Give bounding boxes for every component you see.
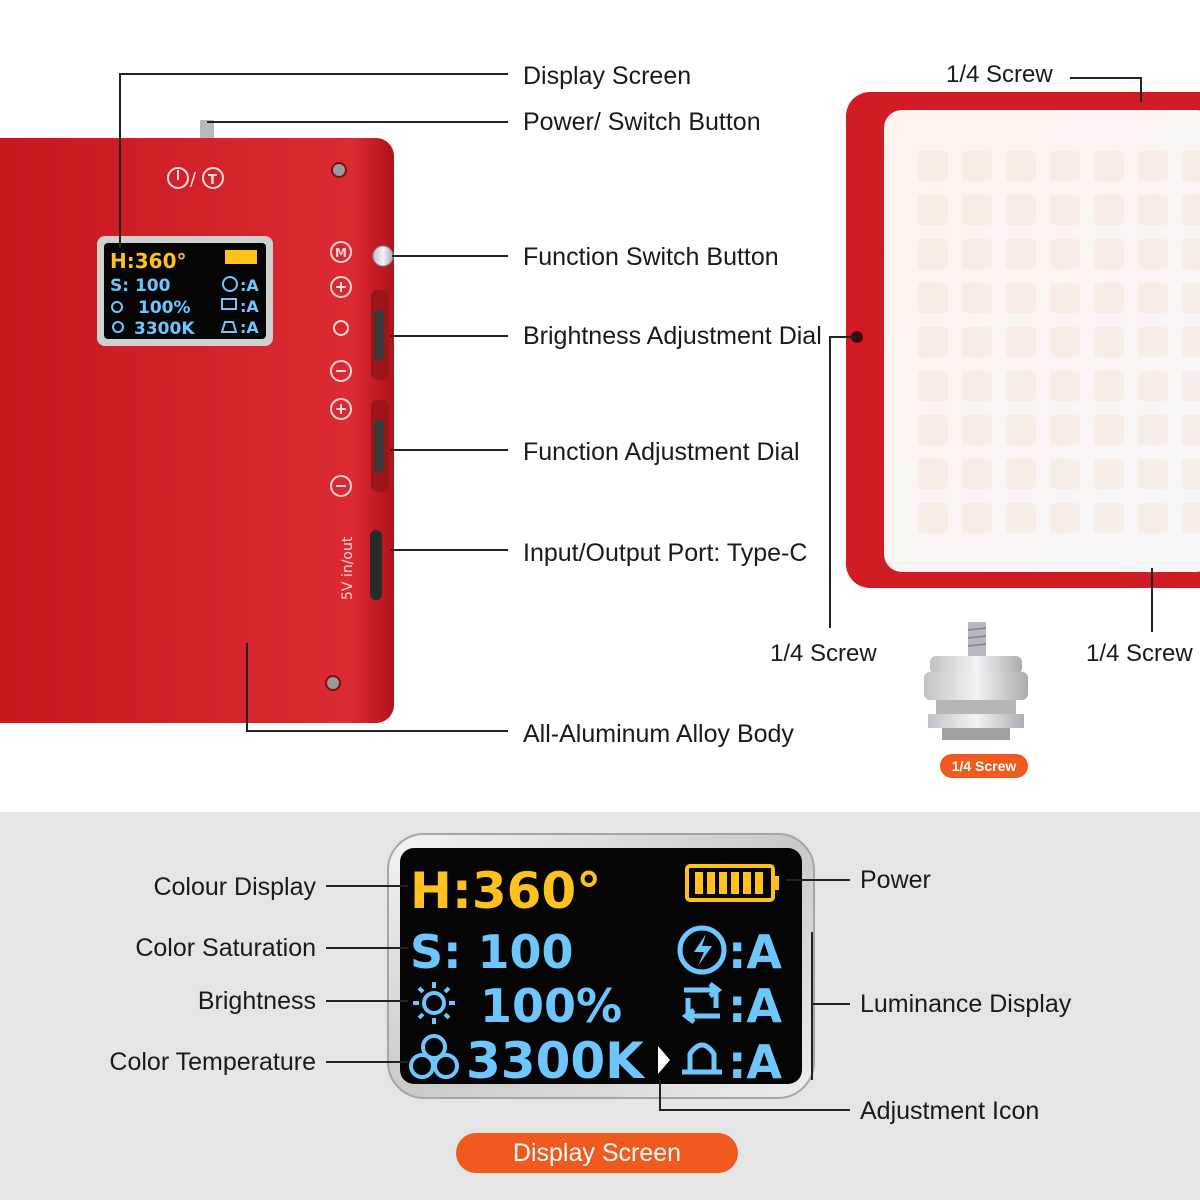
power-switch-icon: / T bbox=[167, 167, 224, 190]
label-function-dial: Function Adjustment Dial bbox=[523, 438, 800, 466]
alarm-icon bbox=[682, 1042, 722, 1075]
color-temperature-icon bbox=[409, 1034, 459, 1079]
mini-sat-text: S: 100 bbox=[110, 276, 171, 296]
light-device-side: / T H:360° S: 100 100% 3300K :A :A :A bbox=[0, 120, 394, 723]
label-display-screen: Display Screen bbox=[523, 62, 691, 90]
light-panel-front bbox=[846, 92, 1200, 588]
plus-icon bbox=[330, 276, 352, 298]
mini-a1-text: :A bbox=[240, 276, 259, 295]
mini-battery-icon bbox=[225, 250, 257, 264]
mode-m-icon bbox=[330, 241, 352, 263]
device-body bbox=[0, 138, 394, 723]
label-power-switch: Power/ Switch Button bbox=[523, 108, 761, 136]
mini-hue-text: H:360° bbox=[110, 249, 186, 273]
leader-display-screen bbox=[119, 73, 508, 248]
adjustment-arrow-icon bbox=[658, 1046, 670, 1074]
screw-badge bbox=[940, 754, 1028, 778]
sun-icon bbox=[413, 982, 455, 1024]
mini-sun-icon bbox=[111, 301, 123, 313]
label-port: Input/Output Port: Type-C bbox=[523, 539, 807, 567]
port-label: 5V in/out bbox=[340, 536, 356, 600]
leader-adjustment-icon bbox=[659, 1080, 850, 1111]
corner-screw-icon bbox=[325, 675, 341, 691]
label-screw-badge: 1/4 Screw bbox=[952, 758, 1017, 774]
color-temperature-readout: 3300K bbox=[466, 1032, 646, 1090]
flash-icon bbox=[677, 925, 727, 975]
label-brightness: Brightness bbox=[198, 987, 316, 1015]
svg-text:T: T bbox=[208, 173, 217, 188]
mode-m-label: M bbox=[335, 246, 347, 260]
minus-icon bbox=[330, 475, 352, 497]
hot-shoe-screw-adapter bbox=[924, 622, 1028, 740]
mini-temp-icon bbox=[112, 321, 124, 333]
plus-icon bbox=[330, 398, 352, 420]
label-color-saturation: Color Saturation bbox=[135, 934, 316, 962]
display-screen-banner bbox=[456, 1133, 738, 1173]
mini-alarm-icon bbox=[220, 321, 238, 333]
label-adjustment-icon: Adjustment Icon bbox=[860, 1097, 1039, 1125]
function-switch-button bbox=[372, 245, 394, 267]
mini-a3-text: :A bbox=[240, 318, 259, 337]
leader-screw-left bbox=[829, 336, 857, 628]
leader-screw-top bbox=[1070, 77, 1142, 102]
flash-mode-value: :A bbox=[728, 925, 782, 979]
type-c-port bbox=[370, 530, 382, 600]
label-brightness-dial: Brightness Adjustment Dial bbox=[523, 322, 822, 350]
loop-mode-value: :A bbox=[728, 979, 782, 1033]
label-body: All-Aluminum Alloy Body bbox=[523, 720, 794, 748]
mini-flash-icon bbox=[222, 276, 238, 292]
brightness-readout: 100% bbox=[480, 979, 622, 1033]
label-screw-top: 1/4 Screw bbox=[946, 61, 1053, 88]
leader-body bbox=[246, 643, 508, 732]
battery-icon bbox=[685, 864, 779, 902]
label-screw-right: 1/4 Screw bbox=[1086, 640, 1193, 667]
label-screw-left: 1/4 Screw bbox=[770, 640, 877, 667]
label-power: Power bbox=[860, 866, 931, 894]
loop-icon bbox=[681, 982, 723, 1024]
label-function-switch: Function Switch Button bbox=[523, 243, 779, 271]
mini-bright-text: 100% bbox=[138, 298, 191, 318]
alarm-mode-value: :A bbox=[728, 1035, 782, 1089]
svg-text:/: / bbox=[190, 169, 197, 190]
brightness-sun-icon bbox=[333, 320, 349, 336]
power-button-knob bbox=[200, 120, 214, 142]
banner-text: Display Screen bbox=[513, 1139, 681, 1167]
mini-loop-icon bbox=[221, 298, 237, 310]
mini-temp-text: 3300K bbox=[134, 319, 195, 339]
mini-display-screen: H:360° S: 100 100% 3300K :A :A :A bbox=[97, 236, 273, 346]
led-grid bbox=[912, 145, 1200, 540]
mini-a2-text: :A bbox=[240, 297, 259, 316]
minus-icon bbox=[330, 360, 352, 382]
corner-screw-icon bbox=[331, 162, 347, 178]
large-display-screen: H:360° S: 100 :A 100% bbox=[387, 833, 815, 1099]
label-color-temperature: Color Temperature bbox=[109, 1048, 316, 1076]
saturation-readout: S: 100 bbox=[410, 925, 574, 979]
label-luminance-display: Luminance Display bbox=[860, 990, 1072, 1018]
hue-readout: H:360° bbox=[410, 862, 601, 920]
label-colour-display: Colour Display bbox=[153, 873, 316, 901]
